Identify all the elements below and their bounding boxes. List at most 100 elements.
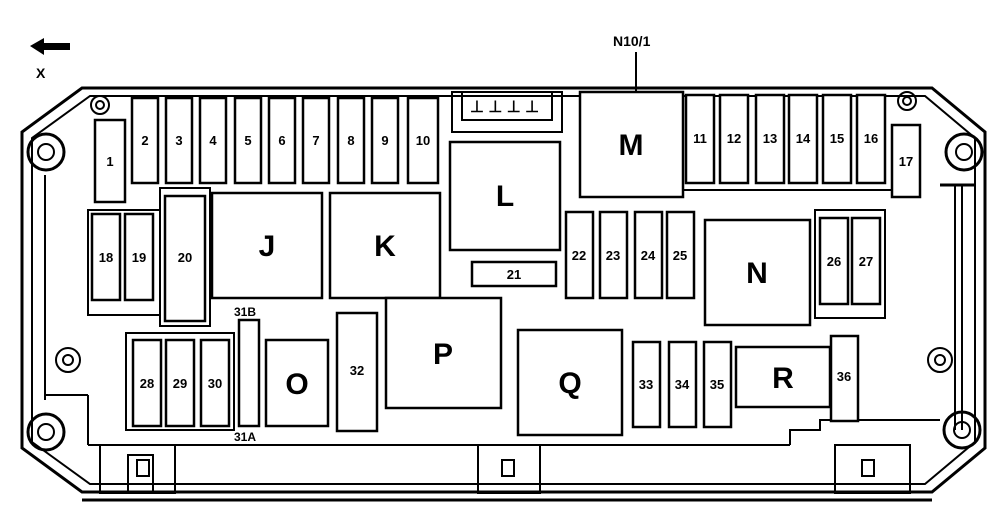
fuse-2: 2 [130, 96, 160, 185]
svg-text:20: 20 [178, 250, 192, 265]
relay-P: P [384, 296, 503, 410]
fuse-20: 20 [163, 194, 207, 323]
fuse-31a-label: 31A [234, 430, 256, 444]
fuse-28: 28 [131, 338, 163, 428]
svg-text:7: 7 [312, 133, 319, 148]
svg-text:25: 25 [673, 248, 687, 263]
svg-text:P: P [433, 338, 453, 371]
fuse-22: 22 [564, 210, 595, 300]
fuse-35: 35 [702, 340, 733, 429]
connector-label: N10/1 [613, 33, 651, 49]
svg-text:N: N [746, 257, 768, 290]
relay-K: K [328, 191, 442, 300]
relay-Q: Q [516, 328, 624, 437]
svg-text:4: 4 [209, 133, 217, 148]
svg-text:35: 35 [710, 377, 724, 392]
svg-text:Q: Q [558, 367, 581, 400]
svg-text:16: 16 [864, 131, 878, 146]
svg-text:30: 30 [208, 376, 222, 391]
svg-text:22: 22 [572, 248, 586, 263]
svg-text:21: 21 [507, 267, 521, 282]
fuse-26: 26 [818, 216, 850, 306]
fuse-4: 4 [198, 96, 228, 185]
svg-text:J: J [259, 230, 276, 263]
svg-text:⊥ ⊥ ⊥ ⊥: ⊥ ⊥ ⊥ ⊥ [470, 99, 539, 116]
svg-text:14: 14 [796, 131, 811, 146]
relay-M: M [578, 90, 685, 199]
svg-text:5: 5 [244, 133, 251, 148]
relay-L: L [448, 140, 562, 252]
svg-text:29: 29 [173, 376, 187, 391]
relay-J: J [210, 191, 324, 300]
svg-text:8: 8 [347, 133, 354, 148]
fuse-17: 17 [890, 123, 922, 199]
fuse-31: 31B 31A [234, 305, 261, 444]
fuse-3: 3 [164, 96, 194, 185]
top-connector: ⊥ ⊥ ⊥ ⊥ [451, 91, 563, 133]
fuse-12: 12 [718, 93, 750, 185]
fuse-16: 16 [855, 93, 887, 185]
group-frames [87, 92, 895, 431]
fuse-10: 10 [406, 96, 440, 185]
fuse-27: 27 [850, 216, 882, 306]
svg-text:28: 28 [140, 376, 154, 391]
bottom-tabs [99, 444, 911, 494]
fuse-30: 30 [199, 338, 231, 428]
fuse-23: 23 [598, 210, 629, 300]
relay-O: O [264, 338, 330, 428]
fuse-13: 13 [754, 93, 786, 185]
fuse-5: 5 [233, 96, 263, 185]
svg-text:12: 12 [727, 131, 741, 146]
fuse-32: 32 [335, 311, 379, 433]
svg-text:17: 17 [899, 154, 913, 169]
svg-text:33: 33 [639, 377, 653, 392]
fuse-9: 9 [370, 96, 400, 185]
fuse-19: 19 [123, 212, 155, 302]
svg-text:34: 34 [675, 377, 690, 392]
fuse-31b-label: 31B [234, 305, 256, 319]
fuse-15: 15 [821, 93, 853, 185]
mounting-holes [26, 91, 984, 452]
fuse-34: 34 [667, 340, 698, 429]
fuse-6: 6 [267, 96, 297, 185]
fuse-21: 21 [470, 260, 558, 288]
svg-text:27: 27 [859, 254, 873, 269]
svg-text:O: O [285, 368, 308, 401]
relay-R: R [734, 345, 832, 409]
svg-text:26: 26 [827, 254, 841, 269]
fuse-1: 1 [93, 118, 127, 204]
svg-text:24: 24 [641, 248, 656, 263]
fuse-14: 14 [787, 93, 819, 185]
svg-text:9: 9 [381, 133, 388, 148]
housing-outline [20, 86, 987, 502]
svg-text:K: K [374, 230, 396, 263]
fuse-18: 18 [90, 212, 122, 302]
svg-text:6: 6 [278, 133, 285, 148]
svg-text:3: 3 [175, 133, 182, 148]
relay-N: N [703, 218, 812, 327]
fuse-29: 29 [164, 338, 196, 428]
direction-arrow-icon [30, 38, 70, 55]
fuse-11: 11 [684, 93, 716, 185]
fuse-33: 33 [631, 340, 662, 429]
svg-text:R: R [772, 362, 794, 395]
fuse-25: 25 [665, 210, 696, 300]
svg-text:M: M [619, 129, 644, 162]
fuse-7: 7 [301, 96, 331, 185]
svg-text:36: 36 [837, 369, 851, 384]
svg-text:2: 2 [141, 133, 148, 148]
fuse-24: 24 [633, 210, 664, 300]
svg-text:32: 32 [350, 363, 364, 378]
svg-text:1: 1 [106, 154, 113, 169]
fuse-36: 36 [829, 334, 860, 423]
svg-text:19: 19 [132, 250, 146, 265]
svg-text:13: 13 [763, 131, 777, 146]
svg-text:23: 23 [606, 248, 620, 263]
svg-text:11: 11 [693, 131, 707, 146]
direction-label: X [36, 65, 46, 81]
fuse-8: 8 [336, 96, 366, 185]
svg-text:15: 15 [830, 131, 844, 146]
svg-text:L: L [496, 180, 514, 213]
svg-text:10: 10 [416, 133, 430, 148]
